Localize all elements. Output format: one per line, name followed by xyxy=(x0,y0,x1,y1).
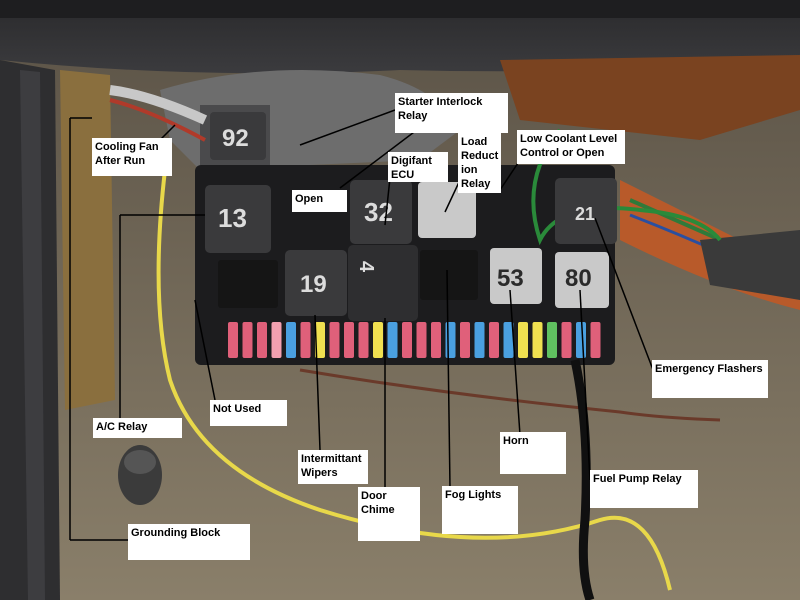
relay-number-53: 53 xyxy=(497,265,524,292)
fuse xyxy=(503,322,514,358)
fuse xyxy=(228,322,238,358)
relay-number-21: 21 xyxy=(575,204,596,224)
fuse xyxy=(242,322,253,358)
fuse xyxy=(576,322,586,358)
fuse xyxy=(532,322,543,358)
fuse xyxy=(474,322,485,358)
label-door-chime: Door Chime xyxy=(358,487,420,541)
label-intermittent-wipers: Intermittant Wipers xyxy=(298,450,368,484)
label-not-used: Not Used xyxy=(210,400,287,426)
fuse xyxy=(547,322,557,358)
fuse xyxy=(373,322,383,358)
label-ac-relay: A/C Relay xyxy=(93,418,182,438)
relay-number-4: 4 xyxy=(355,260,378,273)
fuse xyxy=(431,322,441,358)
label-starter-interlock-relay: Starter Interlock Relay xyxy=(395,93,508,133)
label-fog-lights: Fog Lights xyxy=(442,486,518,534)
label-open: Open xyxy=(292,190,347,212)
fuse xyxy=(257,322,267,358)
fuse xyxy=(416,322,427,358)
fuse xyxy=(460,322,470,358)
label-low-coolant-level: Low Coolant Level Control or Open xyxy=(517,130,625,164)
fuse xyxy=(315,322,325,358)
fuse xyxy=(445,322,456,358)
label-digifant-ecu: Digifant ECU xyxy=(388,152,448,182)
fuse xyxy=(518,322,528,358)
label-emergency-flashers: Emergency Flashers xyxy=(652,360,768,398)
relay-number-13: 13 xyxy=(218,203,247,233)
fuse xyxy=(300,322,311,358)
label-horn: Horn xyxy=(500,432,566,474)
fuse xyxy=(387,322,398,358)
label-grounding-block: Grounding Block xyxy=(128,524,250,560)
fuse xyxy=(402,322,412,358)
relay-number-19: 19 xyxy=(300,271,327,298)
fuse xyxy=(329,322,340,358)
fuse xyxy=(286,322,296,358)
fuse xyxy=(271,322,282,358)
label-fuel-pump-relay: Fuel Pump Relay xyxy=(590,470,698,508)
relay-number-92: 92 xyxy=(222,125,249,152)
label-load-reduction-relay: Load Reduct ion Relay xyxy=(458,133,501,193)
relay-number-32: 32 xyxy=(364,197,393,227)
fuse xyxy=(358,322,369,358)
fuse xyxy=(561,322,572,358)
fuse xyxy=(344,322,354,358)
fuse xyxy=(489,322,499,358)
fuse xyxy=(590,322,601,358)
label-cooling-fan-after-run: Cooling Fan After Run xyxy=(92,138,172,176)
relay-number-80: 80 xyxy=(565,265,592,292)
